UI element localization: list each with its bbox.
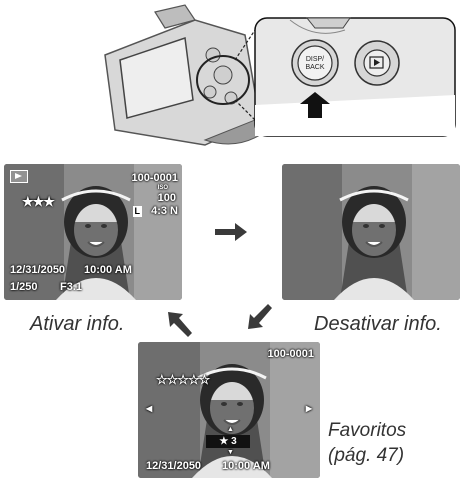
girl-photo (4, 164, 182, 300)
down-left-arrow-icon (248, 304, 272, 329)
up-arrow-icon[interactable]: ▲ (227, 426, 234, 433)
date: 12/31/2050 (10, 264, 66, 276)
caption-favorites-title: Favoritos (328, 420, 407, 441)
disp-back-label-1: DISP/ (306, 56, 324, 63)
screen-favorites: 100-0001 ☆☆☆☆☆ ◀ ▶ ▲ ★ 3 ▼ 12/31/2050 10… (138, 342, 320, 478)
disp-back-label-2: BACK (305, 64, 324, 71)
aperture: F3.1 (60, 281, 83, 293)
iso-label: ISO (157, 185, 168, 191)
right-arrow-icon[interactable]: ▶ (305, 404, 312, 413)
caption-favorites-page: (pág. 47) (328, 445, 405, 466)
screen-info-on: ★★★ 100-0001 ISO 100 L 4:3 N 12/31/2050 … (4, 164, 182, 300)
date: 12/31/2050 (146, 460, 202, 472)
frame-number: 100-0001 (267, 348, 315, 360)
screen-info-off (282, 164, 460, 300)
iso-value: 100 (157, 192, 176, 204)
star-icon: ★ (219, 436, 232, 447)
aspect-quality: 4:3 N (151, 205, 178, 217)
camera-body (104, 4, 261, 146)
caption-activate-info: Ativar info. (30, 313, 125, 335)
right-arrow-icon (215, 223, 247, 241)
image-size-badge: L (132, 206, 142, 217)
time: 10:00 AM (84, 264, 132, 276)
girl-photo-clean (282, 164, 460, 300)
playback-icon (10, 170, 28, 183)
star-rating-outline: ☆☆☆☆☆ (156, 372, 210, 387)
time: 10:00 AM (222, 460, 270, 472)
girl-photo-favorites (138, 342, 320, 478)
caption-deactivate-info: Desativar info. (314, 313, 442, 335)
camera-illustration: DISP/ BACK (104, 4, 456, 146)
shutter-speed: 1/250 (10, 281, 38, 293)
down-arrow-icon[interactable]: ▼ (227, 449, 234, 456)
press-arrow-icon (300, 92, 330, 118)
rating-value: 3 (231, 436, 237, 447)
frame-number: 100-0001 (131, 172, 179, 184)
zoom-inset (254, 17, 456, 137)
rating-badge: ★ 3 (206, 435, 250, 448)
left-arrow-icon[interactable]: ◀ (146, 404, 153, 413)
star-rating: ★★★ (22, 194, 55, 209)
up-left-arrow-icon (168, 312, 192, 337)
caption-favorites: Favoritos (pág. 47) (328, 418, 406, 468)
